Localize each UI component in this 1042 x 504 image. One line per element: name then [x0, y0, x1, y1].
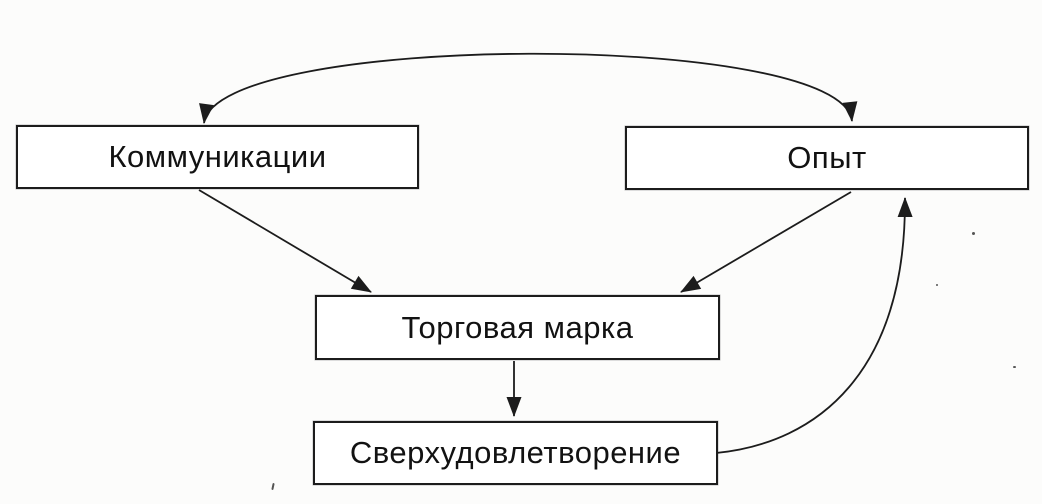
- node-experience: Опыт: [625, 126, 1029, 190]
- node-experience-label: Опыт: [787, 140, 867, 175]
- edge-communications-experience: [199, 52, 858, 124]
- edge-oversatisfaction-experience: [715, 197, 913, 454]
- node-oversatisfaction-label: Сверхудовлетворение: [349, 435, 682, 470]
- node-communications: Коммуникации: [16, 125, 419, 189]
- scan-speckle: [936, 284, 938, 286]
- node-communications-label: Коммуникации: [108, 139, 327, 174]
- scan-speckle: [1013, 366, 1016, 368]
- node-brand-label: Торговая марка: [401, 309, 634, 345]
- edge-communications-brand: [198, 189, 372, 293]
- node-brand: Торговая марка: [315, 295, 720, 360]
- edge-experience-brand: [680, 191, 852, 293]
- scan-speckle: [972, 232, 975, 235]
- node-oversatisfaction: Сверхудовлетворение: [313, 421, 718, 485]
